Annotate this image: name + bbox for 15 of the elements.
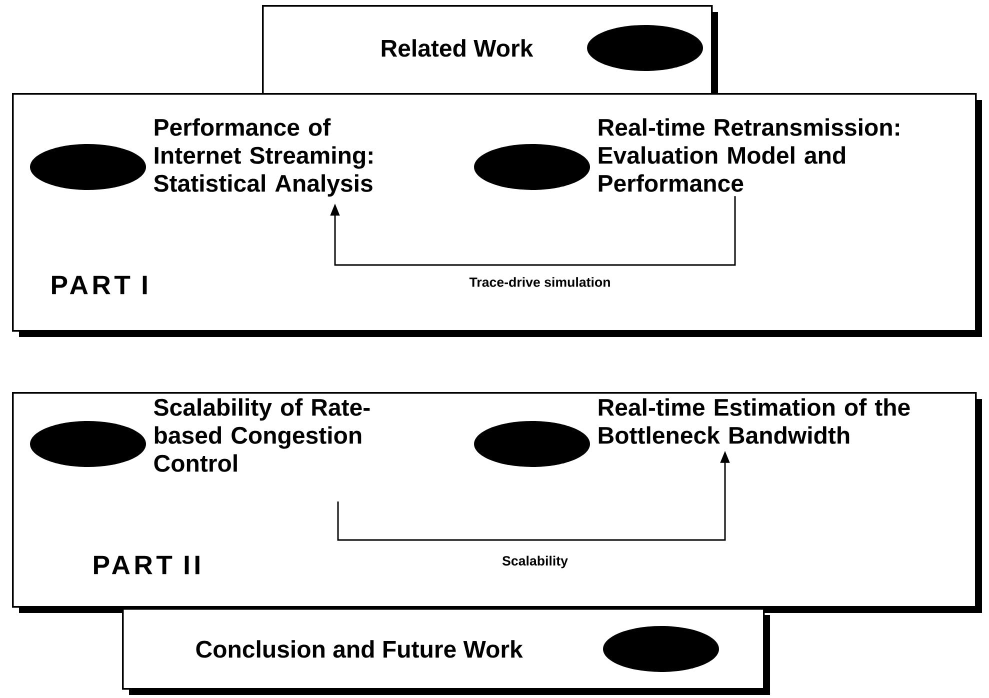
ellipse <box>30 421 146 467</box>
ellipse <box>474 144 590 190</box>
chapter-title: Performance of Internet Streaming: Statistical Analysis <box>154 118 372 197</box>
edge-label: Trace-drive simulation <box>468 276 612 288</box>
ellipse <box>603 626 719 672</box>
connector-arrow <box>330 196 736 266</box>
ellipse <box>587 25 703 71</box>
chapter-title: Real-time Estimation of the Bottleneck Bandwidth <box>598 398 910 444</box>
chapter-box: Related Work <box>262 5 718 100</box>
ellipse <box>30 144 146 190</box>
chapter-title: Scalability of Rate-based Congestion Control <box>154 398 370 472</box>
chapter-box: Conclusion and Future Work <box>122 608 770 695</box>
ellipse <box>474 421 590 467</box>
edge-label: Scalability <box>500 554 570 570</box>
chapter-title: Real-time Retransmission: Evaluation Model and Performance <box>598 118 900 192</box>
